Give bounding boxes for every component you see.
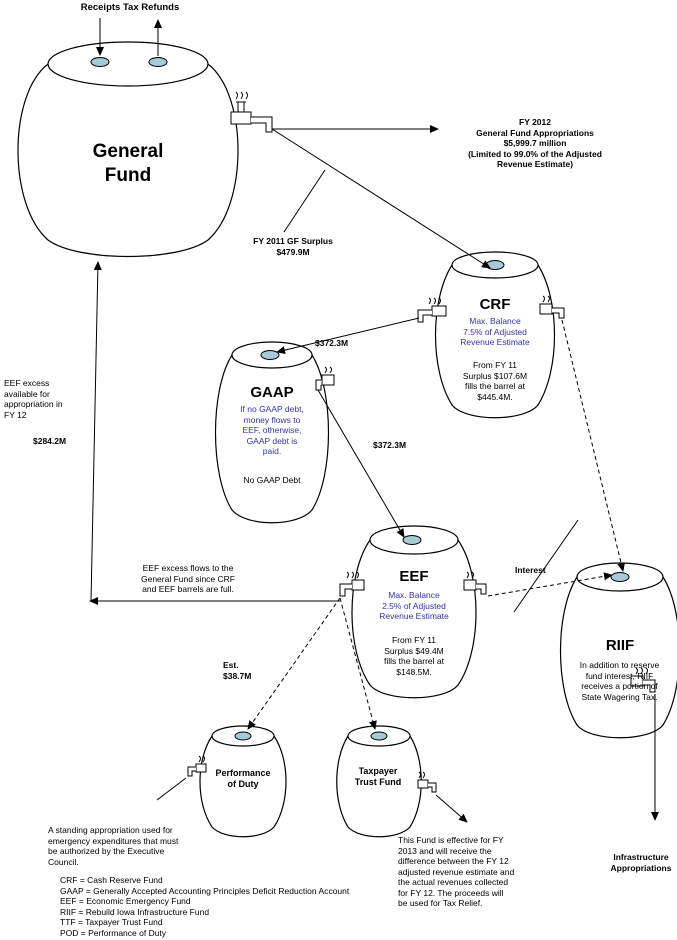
pod-title: Performance of Duty <box>215 768 271 789</box>
gaap-spigot-icon <box>315 366 335 391</box>
gaap-inlet-valve <box>260 350 280 360</box>
ttf-note: This Fund is effective for FY 2013 and w… <box>398 835 515 908</box>
eef-right-spigot-icon <box>463 571 487 595</box>
infrastructure-label: Infrastructure Appropriations <box>610 852 672 873</box>
riif-title: RIIF <box>605 637 635 654</box>
eef-barrel <box>351 525 477 699</box>
crf-right-spigot-icon <box>539 295 565 319</box>
legend-item-ttf: TTF = Taxpayer Trust Fund <box>60 917 163 927</box>
receipts-tax-refunds-label: Receipts Tax Refunds <box>80 2 180 13</box>
pod-spigot-icon <box>187 755 207 777</box>
eef-max-balance: Max. Balance 2.5% of Adjusted Revenue Es… <box>379 590 449 621</box>
riif-spigot-icon <box>630 667 656 693</box>
legend-item-gaap: GAAP = Generally Accepted Accounting Pri… <box>60 885 350 896</box>
dashed-flow-arrows <box>247 319 625 730</box>
riif-inlet-valve <box>610 572 630 582</box>
legend-item-pod: POD = Performance of Duty <box>60 927 167 938</box>
gf-receipt-valve <box>90 57 110 67</box>
crf-inlet-valve <box>485 260 505 270</box>
gf-spigot-icon <box>230 91 273 133</box>
general-fund-barrel <box>17 41 239 258</box>
eef-title: EEF <box>399 568 429 585</box>
legend-item-eef: EEF = Economic Emergency Fund <box>60 896 191 906</box>
gf-refund-valve <box>148 57 168 67</box>
eef-excess-note: EEF excess available for appropriation i… <box>4 378 63 420</box>
gaap-title: GAAP <box>250 384 294 401</box>
eef-detail: From FY 11 Surplus $49.4M fills the barr… <box>384 635 444 677</box>
est-pod-amount: Est. $38.7M <box>223 660 252 681</box>
ttf-spigot-icon <box>417 771 437 793</box>
gaap-to-eef-amount: $372.3M <box>373 440 407 450</box>
interest-label: Interest <box>515 565 546 575</box>
legend: CRF = Cash Reserve Fund GAAP = Generally… <box>60 875 400 938</box>
crf-spigot-icon <box>417 297 447 323</box>
pod-note: A standing appropriation used for emerge… <box>48 825 179 867</box>
riif-note: In addition to reserve fund interest, RI… <box>579 660 660 702</box>
legend-item-crf: CRF = Cash Reserve Fund <box>60 875 163 885</box>
gaap-note: If no GAAP debt, money flows to EEF, oth… <box>240 404 304 456</box>
pod-barrel <box>199 725 287 838</box>
gf-surplus-label: FY 2011 GF Surplus $479.9M <box>253 236 333 257</box>
ttf-title: Taxpayer Trust Fund <box>354 766 402 787</box>
ttf-inlet-valve <box>370 731 388 741</box>
crf-to-gaap-amount: $372.3M <box>315 338 349 348</box>
flow-arrows <box>89 18 659 823</box>
eef-left-spigot-icon <box>339 571 365 597</box>
general-fund-title: General Fund <box>92 141 164 186</box>
pod-inlet-valve <box>234 731 252 741</box>
legend-item-riif: RIIF = Rebuild Iowa Infrastructure Fund <box>60 906 210 917</box>
crf-title: CRF <box>479 296 511 313</box>
gaap-detail: No GAAP Debt <box>243 475 301 485</box>
eef-excess-amount: $284.2M <box>33 436 67 446</box>
crf-max-balance: Max. Balance 7.5% of Adjusted Revenue Es… <box>460 316 530 347</box>
eef-inlet-valve <box>402 535 422 545</box>
gf-appropriations-label: FY 2012 General Fund Appropriations $5,9… <box>468 117 602 169</box>
crf-barrel <box>434 251 556 419</box>
crf-detail: From FY 11 Surplus $107.6M fills the bar… <box>462 360 528 402</box>
eef-flows-note: EEF excess flows to the General Fund sin… <box>140 563 235 594</box>
